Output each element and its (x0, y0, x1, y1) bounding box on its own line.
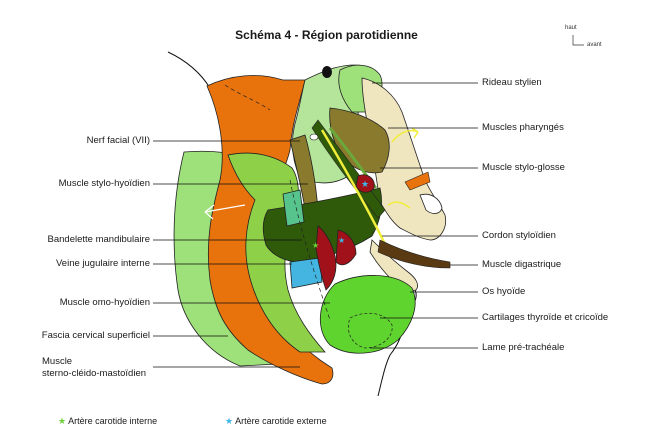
carotid-red-branch (335, 229, 357, 266)
leader-lines-right (370, 82, 478, 349)
label-rideau-stylien: Rideau stylien (482, 77, 542, 88)
legend-label-carotide-interne: Artère carotide interne (68, 416, 158, 426)
orientation-axes-icon (572, 35, 584, 46)
legend-item-carotide-externe: ★ Artère carotide externe (225, 416, 327, 427)
dashed-contour-2 (289, 179, 331, 321)
carotid-red-shape (315, 225, 337, 291)
legend-star-blue-icon: ★ (225, 416, 234, 426)
cartilage-outline (348, 312, 393, 349)
label-os-hyoide: Os hyoïde (482, 286, 526, 297)
orientation-forward-label: avant (587, 42, 602, 48)
arrow-left-icon (204, 204, 246, 220)
beige-notch (419, 193, 443, 214)
label-fascia-cervical: Fascia cervical superficiel (41, 330, 150, 341)
upper-red-vessel (355, 174, 375, 193)
label-cordon-styloidien: Cordon styloïdien (482, 230, 556, 241)
label-veine-jugulaire: Veine jugulaire interne (55, 258, 150, 269)
arrow-yellow-upper-icon (391, 127, 419, 143)
label-scm: Muscle sterno-cléido-mastoïdien (42, 356, 147, 379)
leader-lines-left (153, 140, 330, 368)
cordon-styloidien-line (320, 129, 390, 251)
skin-outline (167, 51, 211, 89)
scm-shape (206, 75, 334, 385)
small-orange-piece (404, 171, 431, 191)
star-carotide-externe-lower-icon: ★ (338, 236, 345, 245)
label-nerf-facial: Nerf facial (VII) (86, 135, 150, 146)
label-cartilages: Cartilages thyroïde et cricoïde (482, 312, 609, 323)
star-carotide-interne-icon: ★ (312, 241, 319, 250)
arrow-yellow-mid-icon (387, 201, 411, 209)
diagram-title: Schéma 4 - Région parotidienne (235, 28, 418, 42)
white-ear-mark (309, 133, 319, 141)
orientation-up-label: haut (565, 25, 577, 31)
label-stylo-glosse: Muscle stylo-glosse (482, 162, 565, 173)
styloid-black-mark (322, 66, 332, 78)
jugular-vein-shape (289, 257, 323, 289)
legend-label-carotide-externe: Artère carotide externe (235, 416, 327, 426)
label-stylo-hyoidien: Muscle stylo-hyoïdien (58, 178, 150, 189)
digastric-shape (377, 239, 451, 269)
cartilages-shape (319, 275, 416, 354)
legend-item-carotide-interne: ★ Artère carotide interne (58, 416, 157, 427)
star-carotide-externe-icon: ★ (361, 179, 369, 189)
label-digastrique: Muscle digastrique (482, 259, 562, 270)
label-lame-pretracheale: Lame pré-trachéale (482, 342, 565, 353)
label-muscles-pharynges: Muscles pharyngés (482, 122, 564, 133)
legend-star-green-icon: ★ (58, 416, 67, 426)
label-bandelette-mandibulaire: Bandelette mandibulaire (47, 234, 150, 245)
label-omo-hyoidien: Muscle omo-hyoïdien (59, 297, 150, 308)
